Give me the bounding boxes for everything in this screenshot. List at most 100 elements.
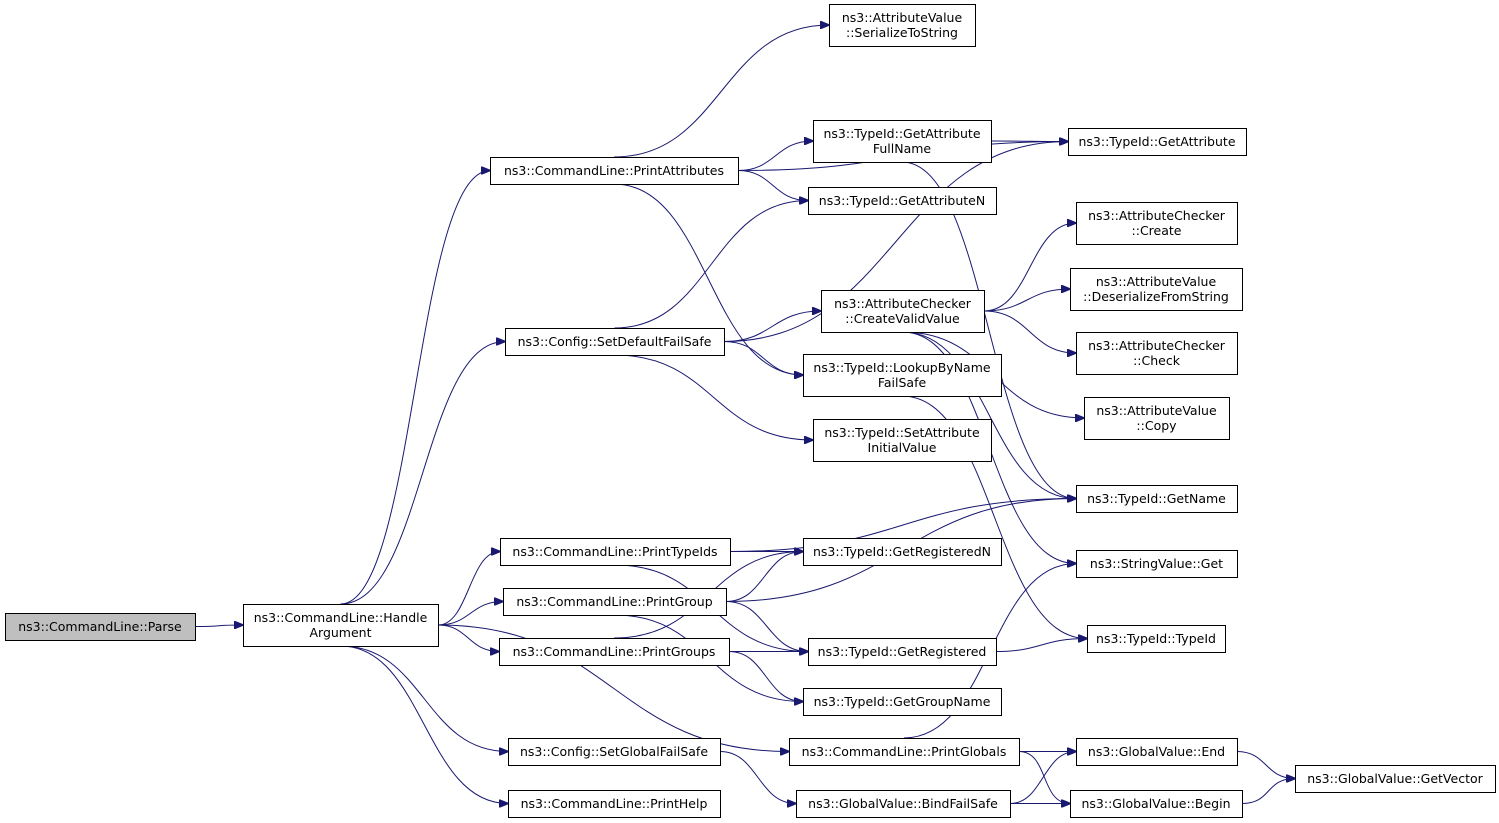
- node-printHelp-box: [508, 790, 721, 818]
- edge-handle-to-printGlobals: [437, 624, 789, 752]
- node-typeIdTypeId[interactable]: ns3::TypeId::TypeId: [1087, 625, 1226, 653]
- node-getName-label-0: ns3::TypeId::GetName: [1087, 491, 1226, 506]
- node-setGlobalFailSafe[interactable]: ns3::Config::SetGlobalFailSafe: [508, 738, 721, 766]
- node-setAttributeInitialValue-label-1: InitialValue: [868, 440, 937, 455]
- node-getAttribute-box: [1068, 128, 1247, 156]
- node-printGlobals[interactable]: ns3::CommandLine::PrintGlobals: [789, 738, 1020, 766]
- edge-createValidValue-to-checkerCreate: [983, 223, 1076, 312]
- edge-printAttributes-to-lookupByNameFailSafe: [613, 183, 803, 375]
- node-getRegistered-label-0: ns3::TypeId::GetRegistered: [818, 644, 987, 659]
- node-printGroups[interactable]: ns3::CommandLine::PrintGroups: [499, 638, 730, 666]
- node-checkerCheck-label-0: ns3::AttributeChecker: [1088, 338, 1226, 353]
- node-parse-box: [5, 613, 196, 641]
- node-setGlobalFailSafe-label-0: ns3::Config::SetGlobalFailSafe: [520, 744, 708, 759]
- node-getGroupName-label-0: ns3::TypeId::GetGroupName: [814, 694, 991, 709]
- node-printGroup-label-0: ns3::CommandLine::PrintGroup: [516, 594, 712, 609]
- node-getVector-label-0: ns3::GlobalValue::GetVector: [1307, 771, 1483, 786]
- node-setAttributeInitialValue-box: [813, 419, 992, 462]
- node-serializeToString[interactable]: ns3::AttributeValue::SerializeToString: [829, 4, 976, 47]
- node-lookupByNameFailSafe-label-1: FailSafe: [878, 375, 927, 390]
- node-deserializeFromString-label-0: ns3::AttributeValue: [1096, 274, 1217, 289]
- edge-printAttributes-to-getAttributeN: [737, 170, 808, 201]
- node-checkerCreate[interactable]: ns3::AttributeChecker::Create: [1076, 202, 1238, 245]
- node-getRegisteredN[interactable]: ns3::TypeId::GetRegisteredN: [803, 538, 1002, 566]
- node-printGroup[interactable]: ns3::CommandLine::PrintGroup: [503, 588, 727, 616]
- edge-handle-to-setDefaultFailSafe: [340, 342, 506, 605]
- node-printGroup-box: [503, 588, 727, 616]
- node-globalValueEnd-label-0: ns3::GlobalValue::End: [1088, 744, 1225, 759]
- edge-globalValueEnd-to-getVector: [1236, 751, 1295, 779]
- node-printHelp[interactable]: ns3::CommandLine::PrintHelp: [508, 790, 721, 818]
- node-serializeToString-box: [829, 4, 976, 47]
- node-stringValueGet-box: [1076, 550, 1238, 578]
- node-lookupByNameFailSafe-box: [803, 354, 1002, 397]
- node-printGlobals-label-0: ns3::CommandLine::PrintGlobals: [802, 744, 1007, 759]
- node-setAttributeInitialValue-label-0: ns3::TypeId::SetAttribute: [824, 425, 980, 440]
- node-createValidValue-label-1: ::CreateValidValue: [845, 311, 960, 326]
- node-getAttributeN[interactable]: ns3::TypeId::GetAttributeN: [808, 187, 997, 215]
- node-globalValueEnd[interactable]: ns3::GlobalValue::End: [1076, 738, 1238, 766]
- edge-printAttributes-to-serializeToString: [613, 25, 829, 158]
- edge-handle-to-printHelp: [340, 645, 509, 804]
- node-bindFailSafe-box: [796, 790, 1011, 818]
- edge-lookupByNameFailSafe-to-typeIdTypeId: [901, 395, 1087, 639]
- node-deserializeFromString[interactable]: ns3::AttributeValue::DeserializeFromStri…: [1070, 268, 1243, 311]
- node-createValidValue[interactable]: ns3::AttributeChecker::CreateValidValue: [821, 290, 985, 333]
- node-globalValueBegin-box: [1070, 790, 1243, 818]
- edge-handle-to-setGlobalFailSafe: [340, 645, 509, 752]
- node-valueCopy-label-0: ns3::AttributeValue: [1096, 403, 1217, 418]
- node-globalValueBegin[interactable]: ns3::GlobalValue::Begin: [1070, 790, 1243, 818]
- node-bindFailSafe[interactable]: ns3::GlobalValue::BindFailSafe: [796, 790, 1011, 818]
- node-printAttributes[interactable]: ns3::CommandLine::PrintAttributes: [490, 157, 739, 185]
- node-getName[interactable]: ns3::TypeId::GetName: [1076, 485, 1238, 513]
- node-globalValueBegin-label-0: ns3::GlobalValue::Begin: [1081, 796, 1230, 811]
- node-printGroups-label-0: ns3::CommandLine::PrintGroups: [513, 644, 716, 659]
- node-printTypeIds[interactable]: ns3::CommandLine::PrintTypeIds: [500, 538, 731, 566]
- node-setGlobalFailSafe-box: [508, 738, 721, 766]
- node-getAttributeFullName-box: [813, 120, 992, 163]
- node-getAttribute[interactable]: ns3::TypeId::GetAttribute: [1068, 128, 1247, 156]
- node-stringValueGet[interactable]: ns3::StringValue::Get: [1076, 550, 1238, 578]
- node-handle-label-1: Argument: [309, 625, 371, 640]
- node-printTypeIds-box: [500, 538, 731, 566]
- node-valueCopy[interactable]: ns3::AttributeValue::Copy: [1084, 397, 1230, 440]
- edge-bindFailSafe-to-globalValueEnd: [1009, 752, 1076, 804]
- node-checkerCreate-label-0: ns3::AttributeChecker: [1088, 208, 1226, 223]
- node-getName-box: [1076, 485, 1238, 513]
- node-checkerCreate-label-1: ::Create: [1132, 223, 1182, 238]
- edge-getRegistered-to-typeIdTypeId: [995, 639, 1087, 652]
- node-globalValueEnd-box: [1076, 738, 1238, 766]
- node-getRegisteredN-label-0: ns3::TypeId::GetRegisteredN: [813, 544, 991, 559]
- node-valueCopy-label-1: ::Copy: [1136, 418, 1177, 433]
- node-printGlobals-box: [789, 738, 1020, 766]
- edge-setDefaultFailSafe-to-setAttributeInitialValue: [614, 354, 814, 440]
- edge-parse-to-handle: [194, 625, 243, 627]
- node-checkerCheck-box: [1076, 332, 1238, 375]
- node-stringValueGet-label-0: ns3::StringValue::Get: [1090, 556, 1223, 571]
- node-getAttributeFullName-label-1: FullName: [873, 141, 932, 156]
- node-getGroupName[interactable]: ns3::TypeId::GetGroupName: [803, 688, 1002, 716]
- node-getRegistered[interactable]: ns3::TypeId::GetRegistered: [808, 638, 997, 666]
- node-deserializeFromString-box: [1070, 268, 1243, 311]
- node-valueCopy-box: [1084, 397, 1230, 440]
- node-getAttributeFullName-label-0: ns3::TypeId::GetAttribute: [823, 126, 980, 141]
- node-setDefaultFailSafe[interactable]: ns3::Config::SetDefaultFailSafe: [505, 328, 725, 356]
- node-getAttribute-label-0: ns3::TypeId::GetAttribute: [1078, 134, 1235, 149]
- node-getVector[interactable]: ns3::GlobalValue::GetVector: [1295, 765, 1496, 793]
- node-serializeToString-label-0: ns3::AttributeValue: [842, 10, 963, 25]
- node-setDefaultFailSafe-label-0: ns3::Config::SetDefaultFailSafe: [518, 334, 712, 349]
- node-parse[interactable]: ns3::CommandLine::Parse: [5, 613, 196, 641]
- edge-setGlobalFailSafe-to-bindFailSafe: [719, 751, 796, 804]
- nodes-layer: ns3::CommandLine::Parsens3::CommandLine:…: [5, 4, 1496, 818]
- edge-globalValueBegin-to-getVector: [1241, 779, 1295, 804]
- edge-printGroups-to-getGroupName: [728, 651, 803, 702]
- node-checkerCheck[interactable]: ns3::AttributeChecker::Check: [1076, 332, 1238, 375]
- edge-setDefaultFailSafe-to-getAttributeN: [614, 201, 809, 329]
- edge-printAttributes-to-getAttributeFullName: [737, 141, 813, 171]
- node-typeIdTypeId-box: [1087, 625, 1226, 653]
